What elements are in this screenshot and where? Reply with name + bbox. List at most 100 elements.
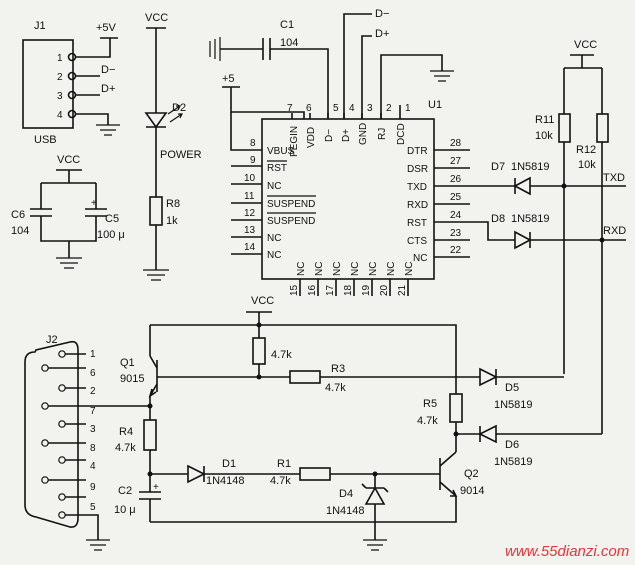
u1-label: U1 <box>428 99 442 111</box>
c5-plus: + <box>91 198 97 209</box>
r12-value: 10k <box>578 159 596 171</box>
j1-pin: 2 <box>57 72 63 83</box>
r8-label: R8 <box>166 198 180 210</box>
c5-c6-bypass: VCC + C6 104 C5 100 μ <box>11 154 125 269</box>
u1-left-pin: 11 <box>244 191 255 202</box>
u1-left-pin: 14 <box>244 242 256 253</box>
j2-pin: 7 <box>90 406 96 417</box>
u1-top-name: PEGIN <box>289 126 300 157</box>
u1-right-name: RXD <box>407 200 428 211</box>
j1-dminus-label: D− <box>101 64 115 76</box>
d8-label: D8 <box>491 213 505 225</box>
d7-label: D7 <box>491 161 505 173</box>
c6-value: 104 <box>11 225 29 237</box>
u1-right-name: DSR <box>407 164 428 175</box>
u1-left-name: RST <box>267 163 287 174</box>
u1-top-name: D+ <box>341 129 352 142</box>
j2-pin: 9 <box>90 482 96 493</box>
u1-bottom-pin: 20 <box>379 284 390 296</box>
u1-right-name: NC <box>413 253 427 264</box>
d8-value: 1N5819 <box>511 213 550 225</box>
u1-left-pin: 9 <box>250 155 256 166</box>
j2-pin: 1 <box>90 349 96 360</box>
c6-label: C6 <box>11 209 25 221</box>
d-minus-label: D− <box>375 8 389 20</box>
c1-label: C1 <box>280 19 294 31</box>
u1-bottom-name: NC <box>332 262 343 276</box>
c1-value: 104 <box>280 37 298 49</box>
r1-value: 4.7k <box>270 475 291 487</box>
q2-value: 9014 <box>460 485 484 497</box>
u1-right-pin: 27 <box>450 156 462 167</box>
u1-left-name: VBUS <box>267 146 295 157</box>
u1-left-name: NC <box>267 250 281 261</box>
d1-value: 1N4148 <box>206 475 245 487</box>
d-plus-label: D+ <box>375 28 389 40</box>
u1-top-wiring: D− D+ +5 <box>222 8 454 119</box>
u1-right-pin: 28 <box>450 138 462 149</box>
r3-label: R3 <box>331 363 345 375</box>
j1-dplus-label: D+ <box>101 83 115 95</box>
q1-tx-driver: VCC 4.7k Q1 9015 R3 4.7k D5 1N5819 R4 <box>86 295 564 492</box>
r11-label: R11 <box>535 114 554 126</box>
u1-bottom-pin: 15 <box>289 284 300 296</box>
rxd-label: RXD <box>603 225 626 237</box>
u1-right-pin: 24 <box>450 210 462 221</box>
u1-right-name: DTR <box>407 146 428 157</box>
d6-value: 1N5819 <box>494 456 533 468</box>
u1-top-name: VDD <box>306 127 317 148</box>
u1-right-pin: 22 <box>450 245 462 256</box>
txd-label: TXD <box>603 172 625 184</box>
txd-rxd-network: VCC R11 10k R12 10k D7 1N5819 D8 1N5819 … <box>470 39 626 434</box>
r1-label: R1 <box>277 458 291 470</box>
u1-right-pin: 26 <box>450 174 462 185</box>
u1-top-pin: 3 <box>367 103 373 114</box>
q1-value: 9015 <box>120 373 144 385</box>
r-47k-label: 4.7k <box>271 349 292 361</box>
u1-right-pin: 23 <box>450 228 462 239</box>
j2-pin: 2 <box>90 386 96 397</box>
u1-left-name: SUSPEND <box>267 199 315 210</box>
j1-pin: 4 <box>57 110 63 121</box>
vcc-label: VCC <box>57 154 80 166</box>
u1-top-pin: 4 <box>349 103 355 114</box>
j1-plus5v-label: +5V <box>96 22 117 34</box>
u1-left-pin: 10 <box>244 173 256 184</box>
u1-bottom-pin: 16 <box>307 284 318 296</box>
d4-label: D4 <box>339 488 353 500</box>
u1-right-name: TXD <box>407 182 427 193</box>
u1-bottom-pin: 18 <box>343 284 354 296</box>
j2-label: J2 <box>46 334 58 346</box>
u1-bottom-name: NC <box>314 262 325 276</box>
watermark: www.55dianzi.com <box>505 543 629 560</box>
u1-left-name: NC <box>267 233 281 244</box>
power-led-branch: VCC D2 POWER R8 1k <box>143 12 202 281</box>
d5-label: D5 <box>505 382 519 394</box>
r11-value: 10k <box>535 130 553 142</box>
plus5-label: +5 <box>222 73 235 85</box>
u1-bottom-pin: 21 <box>397 284 408 296</box>
r12-label: R12 <box>576 144 596 156</box>
u1-bottom-name: NC <box>296 262 307 276</box>
u1-top-name: RJ <box>377 128 388 140</box>
r8-value: 1k <box>166 215 178 227</box>
u1-bottom-pin: 17 <box>325 284 336 296</box>
q2-rx-receiver: D1 1N4148 R1 4.7k D4 1N4148 Q2 9014 R5 4… <box>114 393 602 551</box>
u1-left-name: SUSPEND <box>267 216 315 227</box>
u1-bottom-name: NC <box>404 262 415 276</box>
j1-pin: 3 <box>57 91 63 102</box>
j1-pin: 1 <box>57 53 63 64</box>
u1-right-name: CTS <box>407 236 427 247</box>
u1-bottom-name: NC <box>368 262 379 276</box>
u1-top-name: GND <box>358 123 369 145</box>
u1-top-pin: 5 <box>333 103 339 114</box>
j2-pin: 6 <box>90 368 96 379</box>
j2-pin: 5 <box>90 502 96 513</box>
j2-pin: 4 <box>90 461 96 472</box>
vcc-label: VCC <box>251 295 274 307</box>
u1-left-pin: 13 <box>244 225 256 236</box>
j1-label: J1 <box>34 20 46 32</box>
c5-label: C5 <box>105 213 119 225</box>
u1-bottom-name: NC <box>386 262 397 276</box>
